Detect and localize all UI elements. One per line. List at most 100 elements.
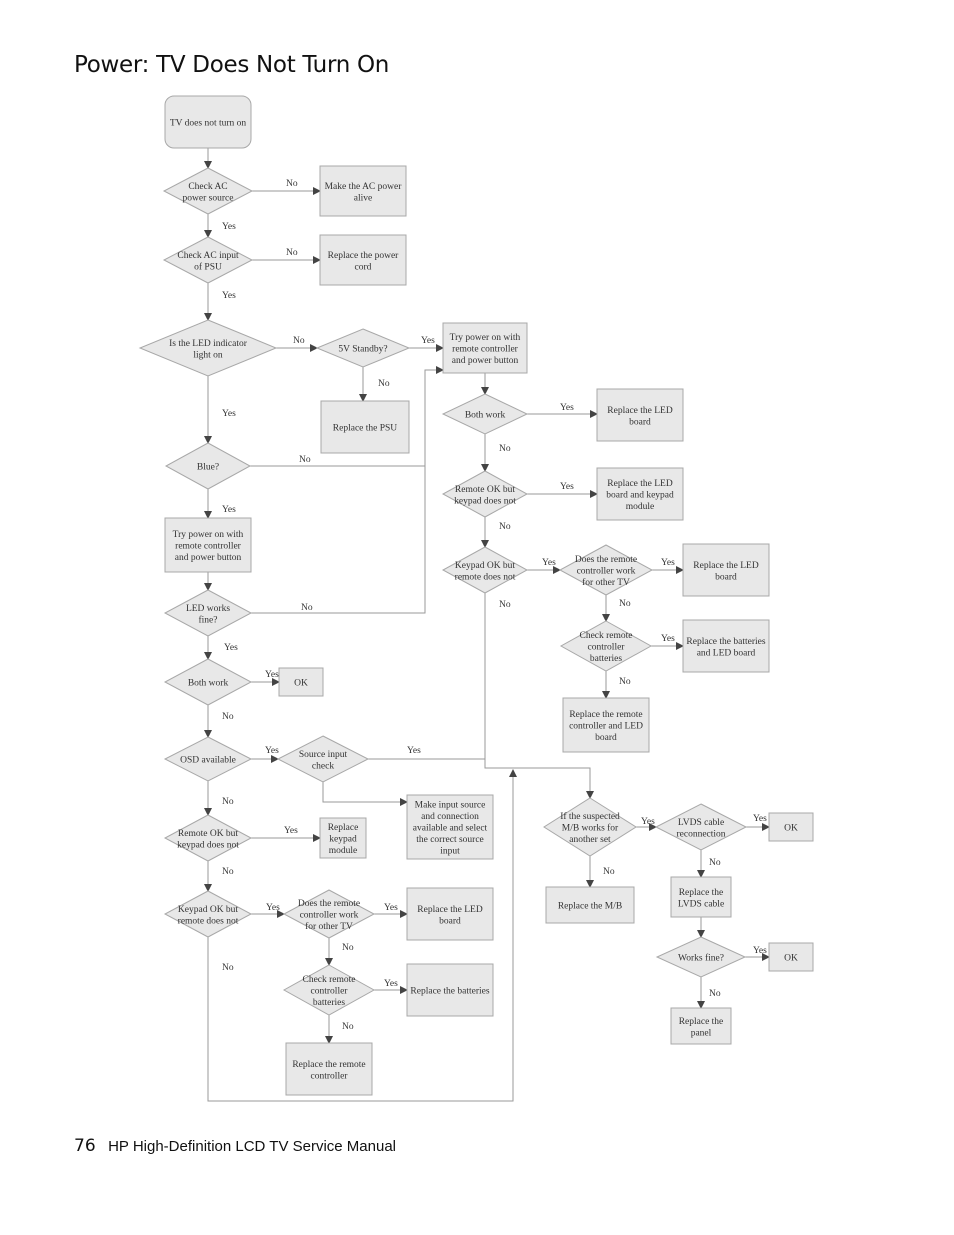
- edge-label-yes: Yes: [266, 903, 280, 913]
- process-box: [285, 1042, 373, 1096]
- node-text: Source input: [299, 750, 348, 760]
- node-text: Replace the remote: [292, 1060, 365, 1070]
- node-text: Replace the power: [328, 251, 400, 261]
- node-text: 5V Standby?: [338, 345, 387, 355]
- process-box: [768, 812, 814, 842]
- process-box: [768, 942, 814, 972]
- node-text: Replace the: [679, 1017, 724, 1027]
- page-number: 76: [74, 1136, 96, 1156]
- decision-diamond: [441, 393, 529, 435]
- node-blue: Blue?: [164, 442, 252, 490]
- node-text: another set: [569, 835, 611, 845]
- node-text: check: [312, 761, 334, 771]
- edge-label-yes: Yes: [407, 746, 421, 756]
- node-text: controller work: [300, 911, 359, 921]
- process-box: [320, 400, 410, 454]
- edge-label-yes: Yes: [224, 643, 238, 653]
- process-box: [406, 887, 494, 941]
- node-text: and power button: [452, 356, 519, 366]
- edge-label-yes: Yes: [265, 670, 279, 680]
- node-text: LED works: [186, 604, 230, 614]
- node-text: Replace the M/B: [558, 902, 622, 912]
- process-box: [682, 619, 770, 673]
- edge-label-yes: Yes: [753, 814, 767, 824]
- node-text: Works fine?: [678, 953, 724, 964]
- process-box: [278, 667, 324, 697]
- node-text: OK: [784, 954, 798, 964]
- node-standby: 5V Standby?: [315, 328, 411, 368]
- edge-label-no: No: [603, 867, 615, 877]
- connector: [251, 466, 426, 614]
- node-text: Remote OK but: [455, 485, 516, 495]
- node-text: fine?: [199, 614, 218, 625]
- node-text: remote does not: [455, 572, 516, 582]
- edge-label-no: No: [293, 336, 305, 346]
- node-both-work-r: Both work: [441, 393, 529, 435]
- node-text: module: [626, 502, 655, 512]
- node-text: Check AC: [188, 182, 227, 192]
- edge-label-yes: Yes: [284, 826, 298, 836]
- node-text: controller work: [577, 567, 636, 577]
- node-text: keypad does not: [454, 496, 516, 506]
- edge-label-no: No: [619, 677, 631, 687]
- node-text: Replace the PSU: [333, 424, 398, 434]
- edge-label-yes: Yes: [641, 817, 655, 827]
- edge-label-no: No: [619, 599, 631, 609]
- node-text: Make input source: [415, 801, 486, 811]
- node-text: LVDS cable: [678, 899, 724, 909]
- edge-label-yes: Yes: [222, 409, 236, 419]
- edge-label-yes: Yes: [753, 946, 767, 956]
- node-text: Is the LED indicator: [169, 339, 248, 349]
- node-text: OK: [784, 824, 798, 834]
- connector: [207, 769, 517, 1102]
- node-text: controller: [311, 987, 349, 997]
- node-text: Check remote: [579, 631, 632, 641]
- page-footer: 76 HP High-Definition LCD TV Service Man…: [74, 1136, 396, 1156]
- node-text: board: [439, 916, 461, 926]
- decision-diamond: [163, 814, 253, 862]
- node-text: controller: [311, 1071, 349, 1081]
- node-text: Does the remote: [575, 555, 637, 565]
- node-text: Replace the LED: [417, 905, 483, 915]
- node-both-work-l: Both work: [163, 658, 253, 706]
- node-text: light on: [193, 350, 223, 360]
- node-text: alive: [354, 193, 372, 203]
- node-text: cord: [355, 262, 372, 272]
- decision-diamond: [163, 890, 253, 938]
- node-text: remote controller: [175, 542, 242, 552]
- node-text: Check remote: [302, 975, 355, 985]
- edge-label-yes: Yes: [560, 482, 574, 492]
- node-osd: OSD available: [163, 736, 253, 782]
- edge-label-no: No: [286, 179, 298, 189]
- node-ok-1: OK: [278, 667, 324, 697]
- decision-diamond: [282, 964, 376, 1016]
- node-works-fine: Works fine?: [655, 936, 747, 978]
- decision-diamond: [558, 544, 654, 596]
- decision-diamond: [163, 658, 253, 706]
- edge-label-yes: Yes: [661, 634, 675, 644]
- process-box: [682, 543, 770, 597]
- node-text: Replace the LED: [607, 406, 673, 416]
- node-text: Replace the remote: [569, 710, 642, 720]
- node-text: M/B works for: [562, 823, 619, 834]
- node-text: and LED board: [697, 648, 756, 658]
- node-text: and connection: [421, 812, 479, 822]
- node-text: OK: [294, 679, 308, 689]
